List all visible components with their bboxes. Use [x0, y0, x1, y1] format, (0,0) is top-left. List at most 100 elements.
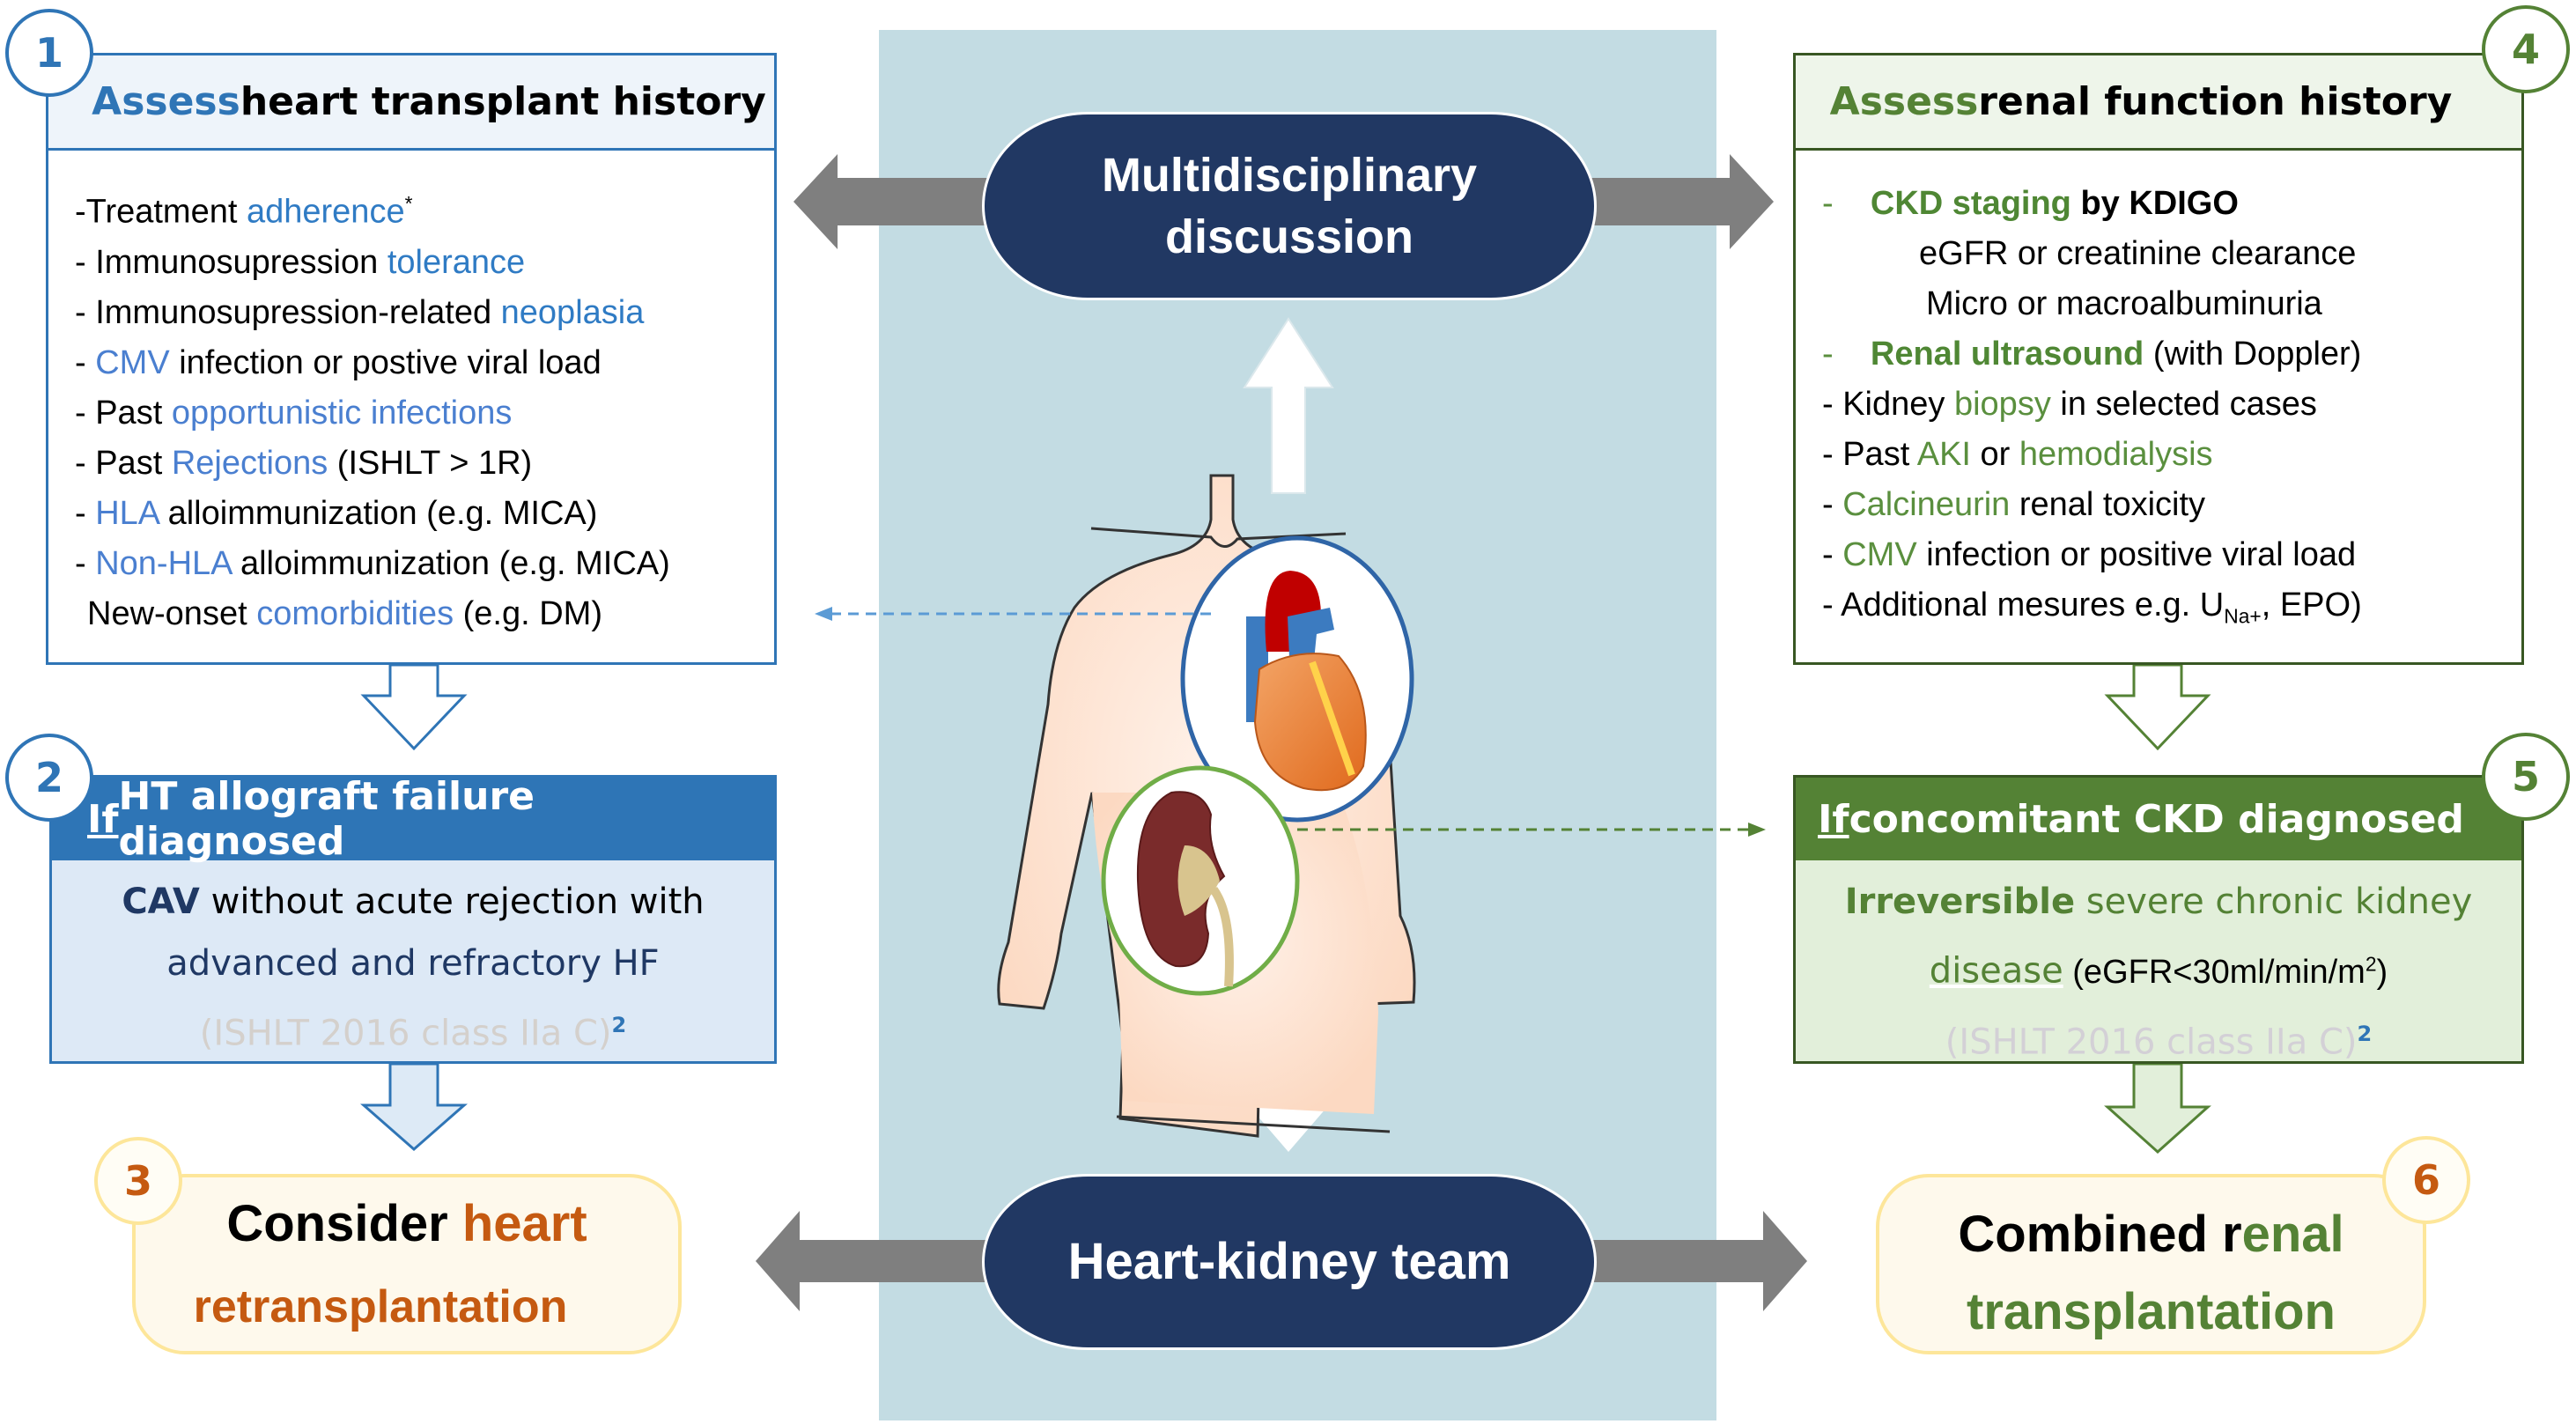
item-accent: AKI [1916, 436, 1971, 473]
step2-box: If HT allograft failure diagnosed CAV wi… [49, 774, 777, 1064]
list-item: - Immunosupression tolerance [75, 238, 670, 288]
item-prefix: - [1822, 436, 1834, 473]
item-text: in selected cases [2050, 386, 2317, 423]
list-item: - CKD staging by KDIGO [1822, 179, 2362, 229]
guideline-reference: (ISHLT 2016 class IIa C) [199, 1013, 612, 1054]
subscript: Na+ [2224, 604, 2262, 628]
step1-list: -Treatment adherence* - Immunosupression … [75, 179, 670, 639]
list-item: - CMV infection or positive viral load [1822, 530, 2362, 580]
item-accent: biopsy [1953, 386, 2051, 423]
item-prefix: - [1822, 386, 1834, 423]
item-accent: CMV [95, 343, 170, 381]
title-rest: concomitant CKD diagnosed [1849, 796, 2464, 842]
item-accent: opportunistic infections [171, 394, 513, 432]
body-text: disease [1929, 950, 2063, 992]
list-item: - Calcineurin renal toxicity [1822, 480, 2362, 530]
item-prefix: - [1822, 336, 1871, 373]
list-item: - Additional mesures e.g. UNa+, EPO) [1822, 580, 2362, 642]
list-item: - Immunosupression-related neoplasia [75, 288, 670, 338]
title-rest: heart transplant history [240, 79, 766, 124]
item-text: (e.g. DM) [454, 594, 602, 632]
step3-number-badge: 3 [94, 1137, 182, 1225]
list-item: - Kidney biopsy in selected cases [1822, 380, 2362, 430]
arrow-2-to-3 [360, 1062, 468, 1151]
pill-line: Multidisciplinary [1101, 149, 1478, 202]
footnote-marker: * [404, 192, 413, 215]
item-text: New-onset [87, 594, 257, 632]
arrow-4-to-5 [2104, 663, 2211, 751]
step4-number-badge: 4 [2482, 5, 2570, 93]
step5-number-badge: 5 [2482, 733, 2570, 821]
list-item: - Past AKI or hemodialysis [1822, 430, 2362, 480]
body-text: without acute rejection with [199, 882, 705, 922]
badge-number: 5 [2511, 753, 2540, 801]
badge-number: 1 [34, 29, 63, 77]
badge-number: 3 [123, 1157, 152, 1205]
step1-title: Assess heart transplant history [48, 55, 774, 151]
final-accent: heart [461, 1195, 587, 1252]
up-arrow-to-discussion [1243, 317, 1334, 494]
item-text: - Past [75, 444, 172, 482]
item-accent: CMV [1842, 536, 1917, 573]
item-text: Past [1833, 436, 1917, 473]
egfr-close: ) [2376, 953, 2388, 991]
item-accent: Renal ultrasound [1870, 336, 2144, 373]
item-accent: hemodialysis [2019, 436, 2213, 473]
body-text: severe chronic kidney [2075, 882, 2473, 922]
step3-box: Consider heart retransplantation [132, 1174, 682, 1354]
item-text: -Treatment [75, 193, 247, 231]
gray-arrow-right-bottom [1585, 1211, 1807, 1311]
item-prefix: - [1822, 587, 1834, 623]
gray-arrow-left-top [793, 154, 991, 249]
item-text: by KDIGO [2070, 185, 2239, 222]
badge-number: 6 [2411, 1156, 2440, 1204]
pill-label: Heart-kidney team [1067, 1233, 1511, 1290]
title-accent: Assess [1829, 79, 1979, 124]
step5-title: If concomitant CKD diagnosed [1796, 778, 2521, 860]
item-text: - Immunosupression-related [75, 293, 501, 331]
item-text: - [75, 544, 96, 582]
item-prefix: - [1822, 185, 1871, 222]
gray-arrow-right-top [1585, 154, 1774, 249]
item-text: infection or postive viral load [169, 343, 602, 381]
title-rest: HT allograft failure diagnosed [118, 774, 535, 864]
title-rest: renal function history [1978, 79, 2453, 124]
item-text [1834, 486, 1843, 523]
final-text: Combined r [1958, 1206, 2242, 1263]
egfr-sup: 2 [2365, 952, 2377, 975]
item-text: (with Doppler) [2144, 336, 2362, 373]
reference-superscript: 2 [611, 1013, 627, 1037]
list-item: eGFR or creatinine clearance [1822, 229, 2362, 279]
step2-title: If HT allograft failure diagnosed [52, 774, 774, 864]
item-text: Micro or macroalbuminuria [1926, 285, 2322, 322]
step5-box: If concomitant CKD diagnosed Irreversibl… [1793, 775, 2524, 1064]
title-if: If [87, 796, 119, 842]
arrow-1-to-2 [360, 663, 468, 751]
heart-kidney-team-pill: Heart-kidney team [982, 1174, 1597, 1350]
list-item: Micro or macroalbuminuria [1822, 279, 2362, 329]
list-item: - Past opportunistic infections [75, 388, 670, 439]
kidney-icon [1101, 765, 1300, 996]
badge-number: 4 [2511, 26, 2540, 73]
irreversible-label: Irreversible [1844, 882, 2076, 922]
item-accent: tolerance [387, 243, 526, 281]
item-accent: adherence [246, 193, 405, 231]
list-item: - Non-HLA alloimmunization (e.g. MICA) [75, 539, 670, 589]
step2-body: CAV without acute rejection with advance… [52, 871, 774, 1064]
final-accent: transplantation [1967, 1283, 2336, 1340]
item-accent: Calcineurin [1842, 486, 2011, 523]
item-text: infection or positive viral load [1916, 536, 2357, 573]
title-if: If [1818, 796, 1849, 842]
item-text: - [75, 343, 96, 381]
list-item: - Past Rejections (ISHLT > 1R) [75, 439, 670, 489]
item-accent: Non-HLA [95, 544, 232, 582]
list-item: - CMV infection or postive viral load [75, 338, 670, 388]
step1-number-badge: 1 [5, 9, 93, 97]
egfr-text: (eGFR<30ml/min/m [2063, 953, 2366, 991]
step5-body: Irreversible severe chronic kidney disea… [1796, 871, 2521, 1073]
heart-icon [1180, 535, 1414, 823]
list-item: - HLA alloimmunization (e.g. MICA) [75, 489, 670, 539]
arrow-5-to-6 [2104, 1062, 2211, 1155]
step4-title: Assess renal function history [1796, 55, 2521, 151]
